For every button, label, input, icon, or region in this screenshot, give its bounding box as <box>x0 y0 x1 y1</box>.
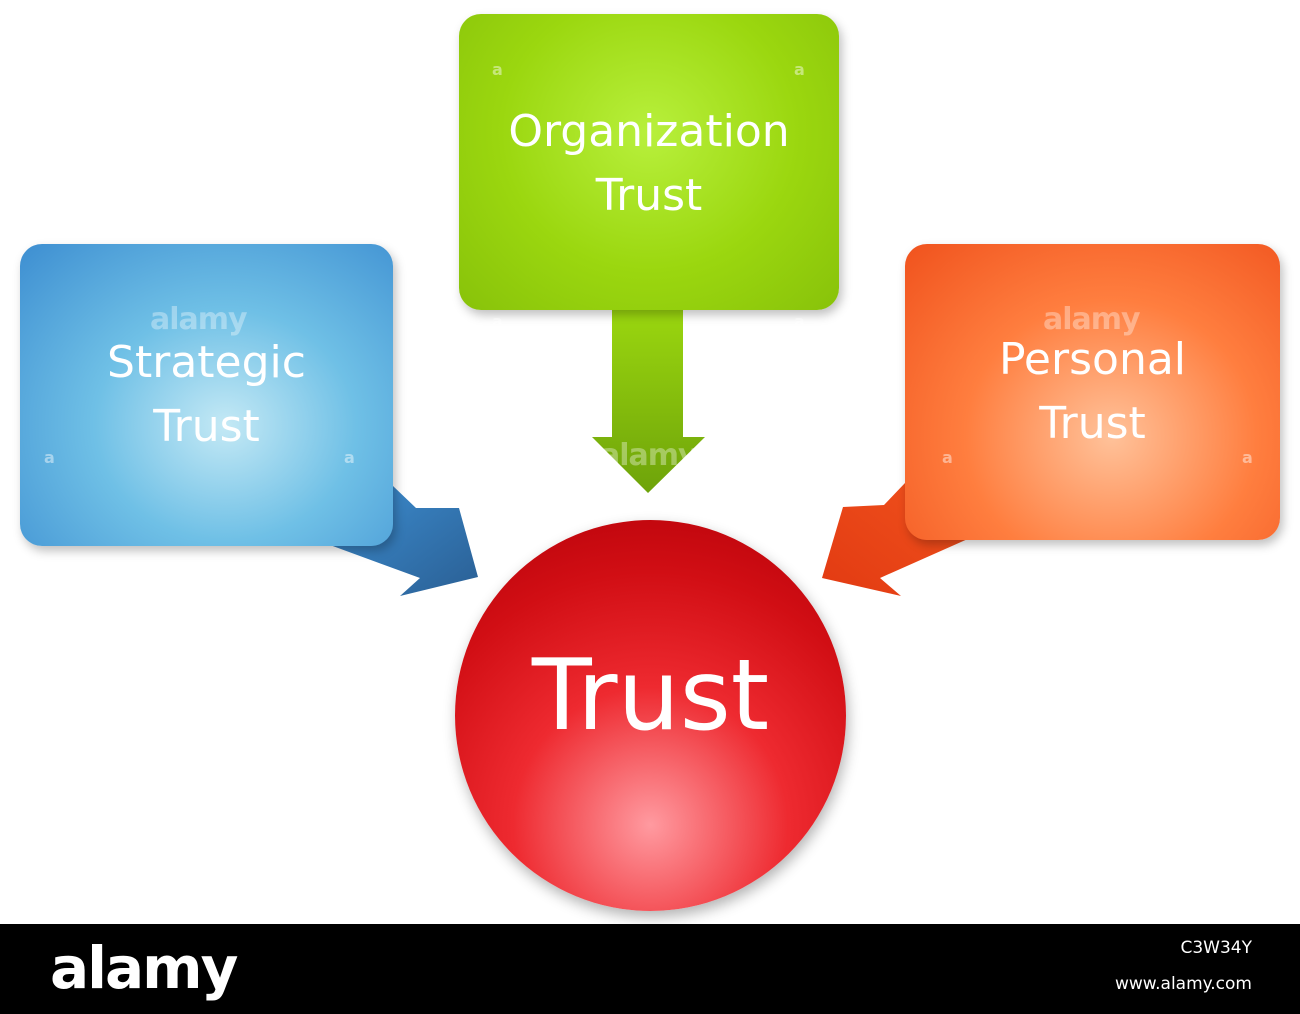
watermark-mark: a <box>942 448 953 467</box>
organization-trust-box: Organization Trust <box>459 14 839 310</box>
watermark-mark: a <box>794 60 805 79</box>
footer-image-id: C3W34Y <box>1180 938 1252 958</box>
watermark-text: alamy <box>1043 302 1141 337</box>
watermark-mark: a <box>492 312 503 331</box>
watermark-mark: a <box>44 448 55 467</box>
watermark-mark: a <box>1242 448 1253 467</box>
organization-trust-label: Organization Trust <box>508 106 790 221</box>
watermark-text: alamy <box>600 438 698 473</box>
personal-trust-label: Personal Trust <box>998 334 1187 449</box>
footer-url: www.alamy.com <box>1114 974 1252 994</box>
watermark-text: alamy <box>150 302 248 337</box>
strategic-trust-box: Strategic Trust <box>20 244 393 546</box>
personal-trust-box: Personal Trust <box>905 244 1280 540</box>
strategic-trust-label: Strategic Trust <box>107 337 306 452</box>
trust-diagram: Organization Trust Strategic Trust Perso… <box>20 14 1280 911</box>
watermark-mark: a <box>344 448 355 467</box>
trust-circle: Trust <box>455 520 846 911</box>
organization-arrow <box>592 308 705 493</box>
watermark-mark: a <box>794 312 805 331</box>
footer-brand-logo: alamy <box>50 934 238 1002</box>
trust-center-label: Trust <box>531 638 770 753</box>
watermark-mark: a <box>492 60 503 79</box>
footer-bar: alamy C3W34Y www.alamy.com <box>0 924 1300 1014</box>
